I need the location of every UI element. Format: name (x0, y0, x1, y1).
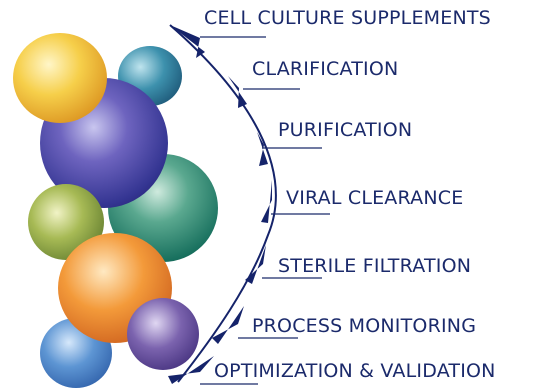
step-clarification[interactable]: CLARIFICATION (252, 58, 399, 80)
sphere-olive (28, 184, 104, 260)
arrowhead-icon (228, 76, 247, 108)
step-purification[interactable]: PURIFICATION (278, 119, 413, 141)
arrowhead-icon (261, 180, 272, 223)
step-process-monitoring[interactable]: PROCESS MONITORING (252, 315, 477, 337)
arrowhead-icon (245, 245, 266, 284)
step-cell-culture-supplements[interactable]: CELL CULTURE SUPPLEMENTS (204, 7, 491, 29)
step-viral-clearance[interactable]: VIRAL CLEARANCE (286, 187, 464, 209)
arc-line (169, 24, 277, 383)
sphere-violet (127, 298, 199, 370)
arrowhead-icon (168, 356, 214, 384)
step-optimization-validation[interactable]: OPTIMIZATION & VALIDATION (214, 360, 496, 382)
step-sterile-filtration[interactable]: STERILE FILTRATION (278, 255, 472, 277)
arrowhead-icon (212, 306, 244, 344)
arrowhead-icon (257, 132, 268, 166)
arrowhead-icon (170, 25, 205, 58)
sphere-yellow (13, 33, 107, 123)
